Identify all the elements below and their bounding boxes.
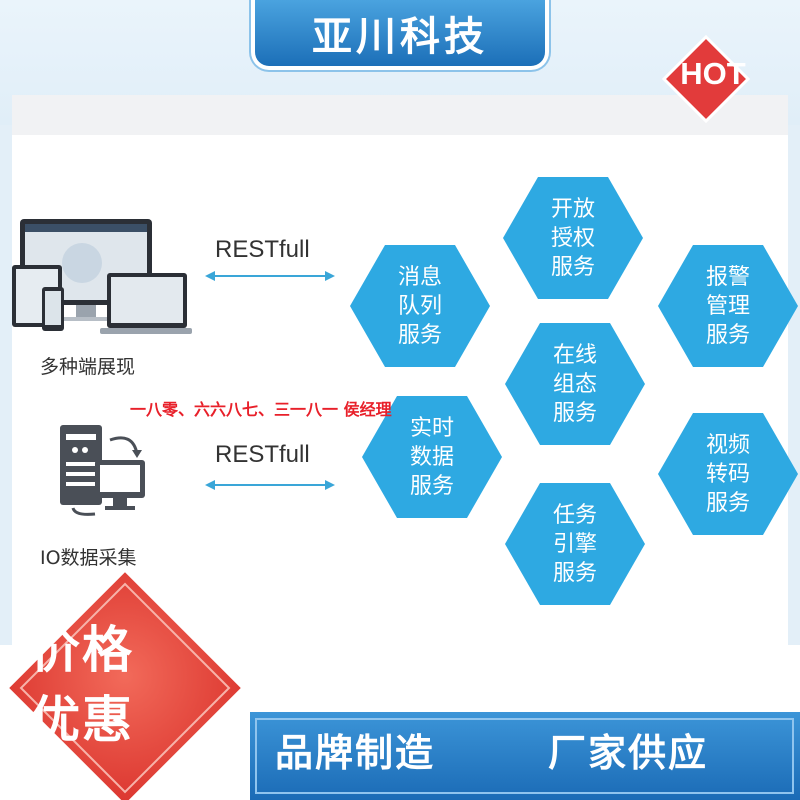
multi-device-icon [12, 219, 192, 334]
right-frame [788, 125, 800, 645]
multi-terminal-label: 多种端展现 [40, 356, 136, 378]
hex-online-config-service: 在线 组态 服务 [505, 323, 645, 445]
restful-label-bottom: RESTfull [215, 441, 310, 468]
hex-open-auth-service: 开放 授权 服务 [503, 177, 643, 299]
restful-label-top: RESTfull [215, 236, 310, 263]
hex-message-queue-service: 消息 队列 服务 [350, 245, 490, 367]
hot-badge-icon [662, 35, 750, 123]
double-arrow-icon [205, 480, 335, 490]
io-collection-label: IO数据采集 [40, 547, 137, 569]
price-offer-text: 价格 优惠 [30, 615, 210, 755]
header-strip [12, 95, 788, 135]
hex-alarm-management-service: 报警 管理 服务 [658, 245, 798, 367]
hex-label: 任务 引擎 服务 [552, 502, 597, 586]
slogan-factory-supply: 厂家供应 [548, 731, 709, 775]
price-line-1: 价格 [30, 621, 134, 679]
price-line-2: 优惠 [30, 691, 134, 749]
hex-realtime-data-service: 实时 数据 服务 [362, 396, 502, 518]
hot-label: HOT [680, 56, 746, 91]
left-frame [0, 125, 12, 645]
hex-label: 实时 数据 服务 [409, 415, 454, 499]
contact-overlay: 一八零、六六八七、三一八一 侯经理 [130, 400, 392, 419]
double-arrow-icon [205, 271, 335, 281]
brand-title: 亚川科技 [255, 0, 545, 66]
slogan-bar [250, 712, 800, 800]
hex-task-engine-service: 任务 引擎 服务 [505, 483, 645, 605]
server-io-icon [60, 425, 145, 516]
hex-label: 开放 授权 服务 [550, 196, 595, 280]
price-badge-icon [0, 563, 250, 800]
hex-label: 视频 转码 服务 [705, 432, 750, 516]
hex-label: 报警 管理 服务 [705, 264, 750, 348]
slogan-brand-manufacture: 品牌制造 [275, 731, 436, 775]
hex-label: 消息 队列 服务 [397, 264, 442, 348]
hex-label: 在线 组态 服务 [552, 342, 597, 426]
hex-video-transcode-service: 视频 转码 服务 [658, 413, 798, 535]
slogan-bar-border [255, 718, 794, 794]
